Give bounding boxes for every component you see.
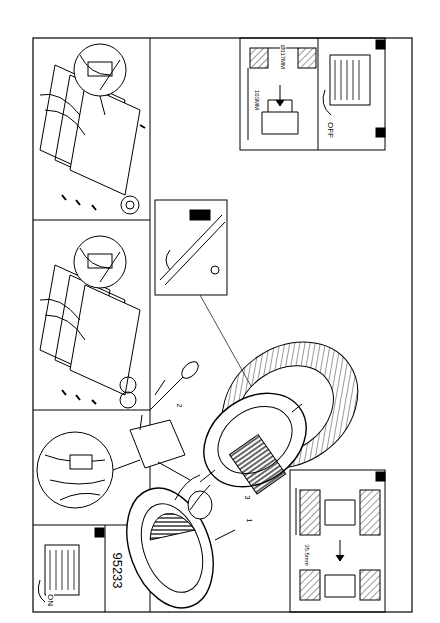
cutout-dimension <box>248 48 370 140</box>
model-number: 95233 <box>111 551 124 589</box>
switch-state: ON <box>46 593 54 607</box>
lamp-bezel <box>111 475 235 620</box>
switch-on <box>38 545 79 602</box>
lamp-housing <box>186 374 324 506</box>
dimension-label: Ø117MM <box>280 44 286 70</box>
switch-state: OFF <box>326 121 334 139</box>
callout-number: 1 <box>247 517 254 523</box>
callout-number: 3 <box>245 494 252 500</box>
mounting-clip-detail <box>160 210 225 285</box>
dimension-label: 103MM <box>254 89 260 111</box>
page-frame <box>33 38 412 612</box>
screwdriver <box>150 359 201 410</box>
terminal-box-panel <box>40 236 140 408</box>
connector-hand <box>37 432 140 508</box>
ceiling-depth <box>296 488 380 600</box>
terminal-box-panel <box>40 44 145 214</box>
callout-number: 2 <box>177 402 184 408</box>
driver-box <box>130 415 190 480</box>
dimension-label: 35.5mm <box>304 543 310 567</box>
